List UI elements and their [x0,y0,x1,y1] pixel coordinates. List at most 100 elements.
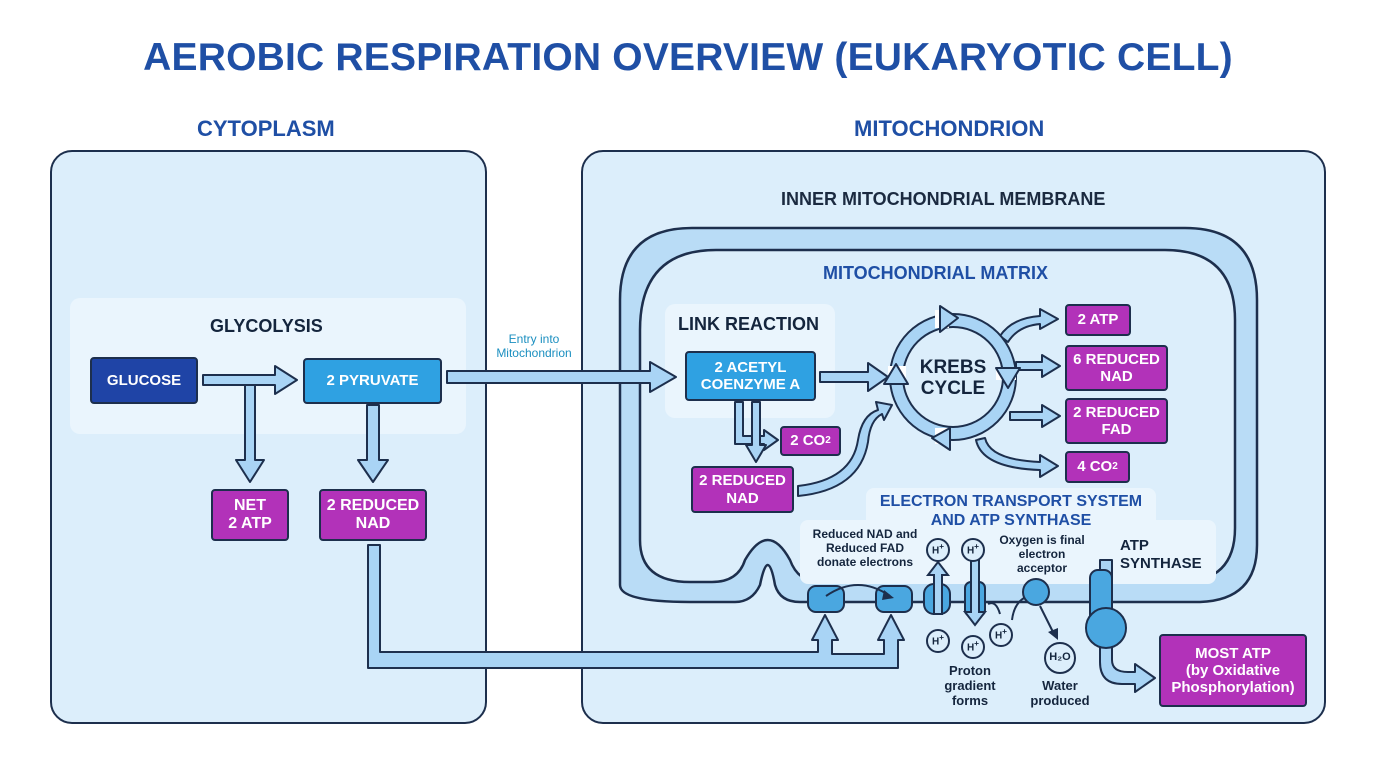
krebs-atp-box: 2 ATP [1065,304,1131,336]
h-sup-3: + [939,632,945,642]
h-sup-1: + [939,541,945,551]
glucose-box: GLUCOSE [90,357,198,404]
diagram-title: AEROBIC RESPIRATION OVERVIEW (EUKARYOTIC… [143,36,1233,79]
krebs-line-2: CYCLE [920,377,986,399]
synthase-spin-arrow [987,602,1001,615]
atp-synthase-head [1085,607,1127,649]
acetyl-coa-box: 2 ACETYL COENZYME A [685,351,816,401]
cytoplasm-panel [50,150,487,724]
ets-heading-line-2: AND ATP SYNTHASE [930,512,1092,530]
oxygen-to-water-arrowhead [1048,628,1058,640]
water-molecule-label: H₂O [1049,651,1071,663]
arrow-krebs-to-co2 [975,437,1059,478]
link-reaction-heading: LINK REACTION [678,314,819,334]
arrow-glucose-to-net-atp [235,384,265,483]
krebs-fad-line-1: 2 REDUCED [1073,403,1160,421]
glycolysis-nad-line-1: 2 REDUCED [326,496,420,514]
electron-to-oxygen-arrow [1011,597,1025,621]
link-co2-subscript: 2 [825,435,831,447]
arrow-pyruvate-to-nad [357,404,389,483]
proton-gradient-label: Proton gradient forms [935,663,1005,709]
most-atp-line-3: Phosphorylation) [1171,679,1295,697]
arrow-krebs-to-fad [1009,404,1061,428]
donate-line-1: Reduced NAD and [812,527,918,541]
entry-line-2: Mitochondrion [496,346,572,361]
arrow-nad-to-krebs [797,401,893,497]
h-text-2: H [966,545,975,557]
water-line-1: Water [1042,678,1078,693]
oxygen-to-water-arrow [1039,605,1055,635]
proton-label-1: H+ [928,541,948,557]
h-text-4: H [966,642,975,654]
proton-circle-2 [961,538,985,562]
h-text-3: H [931,636,940,648]
ets-heading-line-1: ELECTRON TRANSPORT SYSTEM [879,493,1143,510]
donate-electrons-label: Reduced NAD and Reduced FAD donate elect… [800,527,930,569]
proton-label-5: H+ [991,626,1011,642]
net-atp-box: NET 2 ATP [211,489,289,541]
arrow-acetyl-to-nad [745,401,767,463]
mitochondrion-label: MITOCHONDRION [854,116,1045,141]
proton-circle-5 [989,623,1013,647]
krebs-co2-subscript: 2 [1112,461,1118,473]
proton-arrow-down [962,559,988,627]
oxygen-line-2: electron [1018,546,1066,561]
proton-label-4: H+ [963,638,983,654]
acetyl-line-2: COENZYME A [700,376,801,393]
h-sup-2: + [974,541,980,551]
arrow-entry [446,361,677,393]
proton-circle-3 [926,629,950,653]
net-atp-line-2: 2 ATP [228,515,272,532]
most-atp-box: MOST ATP (by Oxidative Phosphorylation) [1159,634,1307,707]
donate-line-2: Reduced FAD [825,540,904,555]
pyruvate-box: 2 PYRUVATE [303,358,442,404]
glycolysis-reduced-nad-box: 2 REDUCED NAD [319,489,427,541]
net-atp-line-1: NET [234,496,266,514]
water-produced-label: Water produced [1025,678,1095,709]
inner-membrane-label: INNER MITOCHONDRIAL MEMBRANE [781,189,1106,209]
proton-circle-1 [926,538,950,562]
h-text-5: H [994,630,1003,642]
proton-label-3: H+ [928,632,948,648]
oxygen-line-1: Oxygen is final [999,533,1085,547]
h-text-1: H [931,545,940,557]
krebs-nad-line-1: 6 REDUCED [1073,350,1160,368]
entry-label: Entry into Mitochondrion [484,332,584,361]
donate-line-3: donate electrons [816,554,914,569]
proton-label-2: H+ [963,541,983,557]
arrow-krebs-to-atp [999,308,1059,343]
link-nad-line-2: NAD [726,489,759,507]
water-line-2: produced [1030,692,1090,708]
oxygen-acceptor [1022,578,1050,606]
arrow-krebs-to-nad [1015,354,1061,378]
atp-synthase-label: ATP SYNTHASE [1120,537,1202,573]
proton-line-2: gradient [944,677,996,693]
cytoplasm-label: CYTOPLASM [197,116,335,141]
most-atp-line-2: (by Oxidative [1185,661,1281,679]
ets-complex-1 [807,585,845,613]
glycolysis-heading: GLYCOLYSIS [210,316,323,336]
link-co2-text: 2 CO [790,432,826,450]
krebs-fad-box: 2 REDUCED FAD [1065,398,1168,444]
krebs-arrowhead-2 [995,367,1021,389]
krebs-arrowhead-4 [883,363,909,385]
oxygen-line-3: acceptor [1016,560,1068,575]
entry-line-1: Entry into [508,332,560,346]
arrow-nad-to-ets [367,544,905,669]
glycolysis-nad-line-2: NAD [355,515,391,532]
krebs-arrowhead-1 [939,305,959,333]
krebs-nad-line-2: NAD [1100,368,1133,385]
water-circle [1044,642,1076,674]
krebs-co2-text: 4 CO [1077,458,1113,476]
h-sup-5: + [1002,626,1008,636]
krebs-fad-line-2: FAD [1101,421,1132,438]
ets-heading: ELECTRON TRANSPORT SYSTEM AND ATP SYNTHA… [866,492,1156,530]
proton-circle-4 [961,635,985,659]
krebs-nad-box: 6 REDUCED NAD [1065,345,1168,391]
arrow-glucose-to-pyruvate [202,365,298,395]
h-sup-4: + [974,638,980,648]
acetyl-line-1: 2 ACETYL [714,358,787,376]
krebs-cycle-label: KREBS CYCLE [903,357,1003,400]
